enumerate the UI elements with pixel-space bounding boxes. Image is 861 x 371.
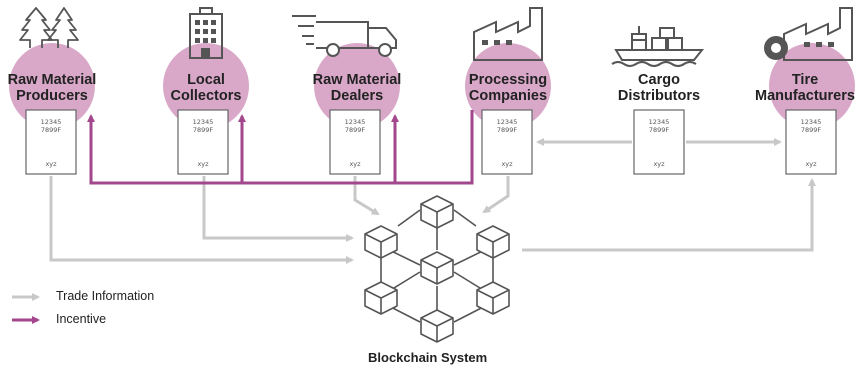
ship-icon [611, 26, 705, 67]
tire-factory-icon [764, 7, 853, 61]
doc-cargo [633, 109, 685, 175]
blockchain-cubes-icon [364, 195, 510, 343]
actor-label-line1: Raw Material [7, 72, 97, 88]
doc-line1: 12345 [648, 118, 670, 126]
doc-footer-processing: xyz [501, 160, 513, 168]
doc-collectors [177, 109, 229, 175]
doc-line2: 7899F [800, 126, 822, 134]
circle-tire [769, 43, 855, 129]
building-icon [189, 7, 223, 59]
doc-producers [25, 109, 77, 175]
trees-icon [19, 7, 79, 48]
doc-dealers [329, 109, 381, 175]
actor-label-dealers: Raw Material Dealers [307, 72, 407, 104]
doc-line2: 7899F [496, 126, 518, 134]
doc-line2: 7899F [344, 126, 366, 134]
actor-label-line1: Cargo [638, 72, 680, 88]
doc-line1: 12345 [192, 118, 214, 126]
doc-footer-cargo: xyz [653, 160, 665, 168]
actor-label-line2: Dealers [330, 88, 384, 104]
documents [25, 109, 837, 175]
actor-label-collectors: Local Collectors [156, 72, 256, 104]
doc-line2: 7899F [192, 126, 214, 134]
doc-processing [481, 109, 533, 175]
actor-circles [9, 43, 855, 129]
doc-tire [785, 109, 837, 175]
actor-label-line1: Local [187, 72, 225, 88]
actor-label-line2: Manufacturers [755, 88, 855, 104]
actor-label-tire: Tire Manufacturers [750, 72, 860, 104]
actor-label-processing: Processing Companies [458, 72, 558, 104]
trade-arrow-to-tire [522, 178, 816, 252]
actor-label-line2: Collectors [170, 88, 242, 104]
truck-icon [292, 15, 397, 57]
incentive-arrows [87, 110, 474, 185]
doc-line1: 12345 [40, 118, 62, 126]
circle-processing [465, 43, 551, 129]
doc-line1: 12345 [344, 118, 366, 126]
trade-arrow-producers [49, 176, 354, 264]
cube-right-upper [476, 225, 510, 259]
actor-label-line2: Companies [468, 88, 548, 104]
factory-icon [473, 7, 543, 61]
circle-collectors [163, 43, 249, 129]
doc-footer-collectors: xyz [197, 160, 209, 168]
circle-dealers [314, 43, 400, 129]
incentive-arrow-producers [87, 110, 474, 185]
cube-left-upper [364, 225, 398, 259]
cube-left-lower [364, 281, 398, 315]
trade-arrow-processing [482, 176, 510, 214]
actor-label-line1: Processing [468, 72, 548, 88]
doc-line1: 12345 [496, 118, 518, 126]
cube-bottom [420, 309, 454, 343]
doc-footer-tire: xyz [805, 160, 817, 168]
actor-label-line1: Tire [791, 72, 819, 88]
legend-trade-label: Trade Information [56, 289, 155, 303]
trade-arrow-collectors [202, 176, 354, 242]
actor-label-line1: Raw Material [312, 72, 402, 88]
blockchain-system-label: Blockchain System [368, 350, 488, 365]
actor-label-line2: Distributors [617, 88, 701, 104]
doc-footer-dealers: xyz [349, 160, 361, 168]
legend-incentive-label: Incentive [56, 312, 107, 326]
actor-label-line2: Producers [16, 88, 88, 104]
doc-line1: 12345 [800, 118, 822, 126]
cube-right-lower [476, 281, 510, 315]
cube-center [420, 251, 454, 285]
trade-arrows [49, 138, 816, 264]
legend-lines [12, 293, 40, 324]
doc-line2: 7899F [648, 126, 670, 134]
cube-top [420, 195, 454, 229]
circle-producers [9, 43, 95, 129]
actor-label-cargo: Cargo Distributors [609, 72, 709, 104]
doc-line2: 7899F [40, 126, 62, 134]
actor-label-producers: Raw Material Producers [2, 72, 102, 104]
doc-footer-producers: xyz [45, 160, 57, 168]
